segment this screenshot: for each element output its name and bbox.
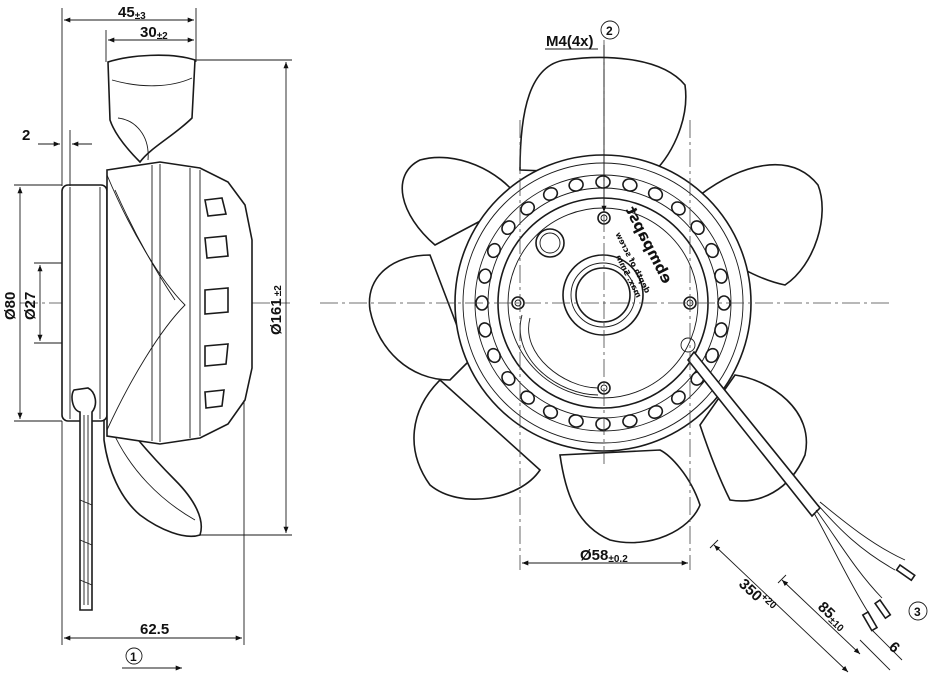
rotor-hole — [647, 186, 664, 202]
rotor-hole — [486, 347, 502, 364]
callout-2-label: 2 — [606, 24, 613, 38]
rotor-hole — [670, 390, 686, 405]
rotor-hole — [670, 201, 686, 216]
rotor-hole — [478, 268, 492, 284]
callout-3-circle — [908, 601, 928, 621]
dim-30-label: 30±2 — [140, 24, 168, 42]
rotor-body — [106, 161, 253, 445]
front-view: ebmpapst depth of screw max. 5mm M4(4x) … — [320, 20, 928, 673]
dim-2-label: 2 — [22, 127, 30, 144]
rotor-slots — [204, 197, 229, 409]
dim-85-label: 85±10 — [814, 598, 851, 634]
dim-6-label: 6 — [885, 638, 903, 656]
rotor-hole — [595, 417, 611, 431]
rotor-hole — [486, 242, 502, 259]
rotor-hole — [647, 404, 664, 420]
callout-3-label: 3 — [914, 605, 921, 619]
dim-58-label: Ø58±0.2 — [580, 547, 628, 565]
upper-blade — [107, 54, 196, 164]
rotor-holes — [475, 175, 731, 431]
rotor-hole — [568, 414, 584, 428]
callout-2-circle — [600, 20, 620, 40]
rotor-hole — [501, 220, 516, 236]
rotor-hole — [501, 370, 516, 386]
dim-45-label: 45±3 — [118, 4, 146, 22]
rotor-hole — [714, 268, 728, 284]
rotor-hole — [622, 178, 638, 192]
dim-161-label: Ø161±2 — [268, 285, 285, 335]
rotor-hole — [714, 322, 728, 338]
rotor-hole — [568, 178, 584, 192]
rotor-hole — [520, 390, 536, 405]
callout-1-circle — [125, 647, 143, 665]
dim-80-label: Ø80 — [2, 292, 19, 320]
thread-label: M4(4x) — [546, 33, 594, 50]
dim-350-label: 350+20 — [735, 575, 778, 617]
cable-guide-arc — [519, 314, 599, 396]
rotor-hole — [478, 322, 492, 338]
callout-1-label: 1 — [130, 650, 137, 664]
rotor-hole — [595, 175, 611, 189]
rotor-hole — [542, 404, 559, 420]
side-view: 45±3 30±2 2 Ø80 Ø27 Ø161±2 62.5 1 — [2, 4, 292, 671]
rotor-hole — [520, 201, 536, 216]
rotor-hole — [690, 220, 705, 236]
rotor-hole — [704, 347, 720, 364]
rotor-hole — [542, 186, 559, 202]
dim-27-label: Ø27 — [22, 292, 39, 320]
rotor-hole — [622, 414, 638, 428]
dim-62-5-label: 62.5 — [140, 621, 169, 638]
rotor-hole — [704, 242, 720, 259]
